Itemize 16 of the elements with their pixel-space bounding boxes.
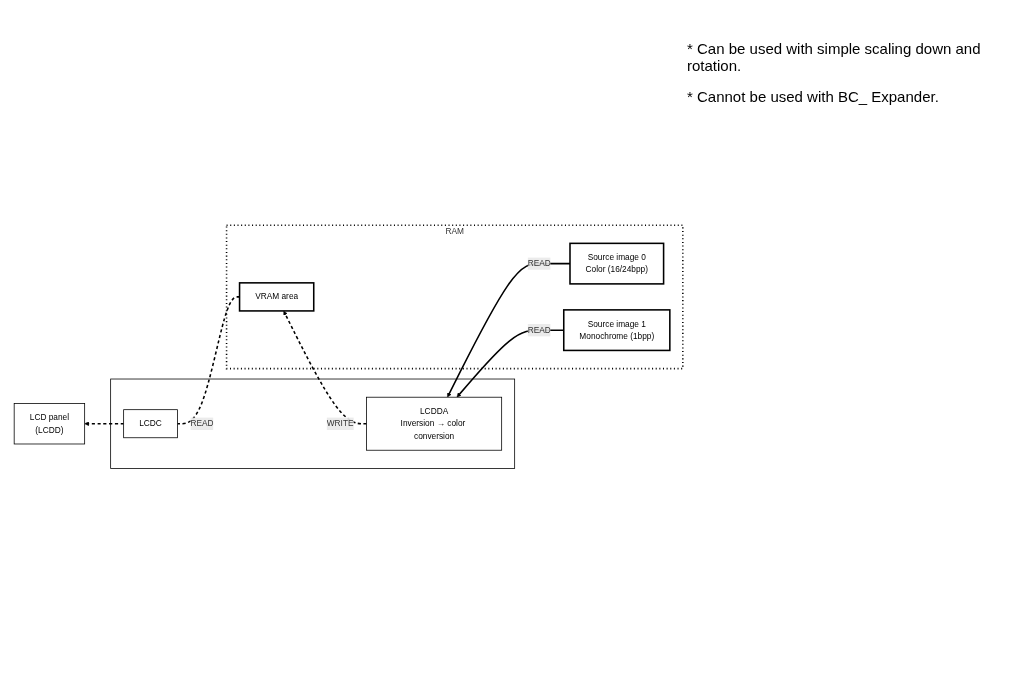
arrow — [84, 421, 125, 426]
note-text: * Can be used with simple scaling down and rotation. — [687, 40, 982, 74]
edge-label: READ — [527, 258, 551, 268]
node-box: LCD panel (LCDD) — [13, 402, 86, 445]
note-text: * Cannot be used with BC_ Expander. — [687, 88, 940, 105]
node-box: Source image 1 Monochrome (1bpp) — [563, 308, 671, 351]
arrow — [447, 262, 571, 398]
node-box: LCDC — [123, 409, 178, 438]
edge-label: READ — [527, 325, 551, 335]
edge-label: READ — [190, 418, 214, 428]
node-box: VRAM area — [238, 281, 315, 312]
arrow — [283, 310, 368, 425]
cluster — [110, 378, 516, 469]
edge-label: WRITE — [326, 418, 354, 428]
node-box: LCDDA Inversion → color conversion — [366, 396, 503, 451]
node-box: Source image 0 Color (16/24bpp) — [569, 242, 665, 285]
